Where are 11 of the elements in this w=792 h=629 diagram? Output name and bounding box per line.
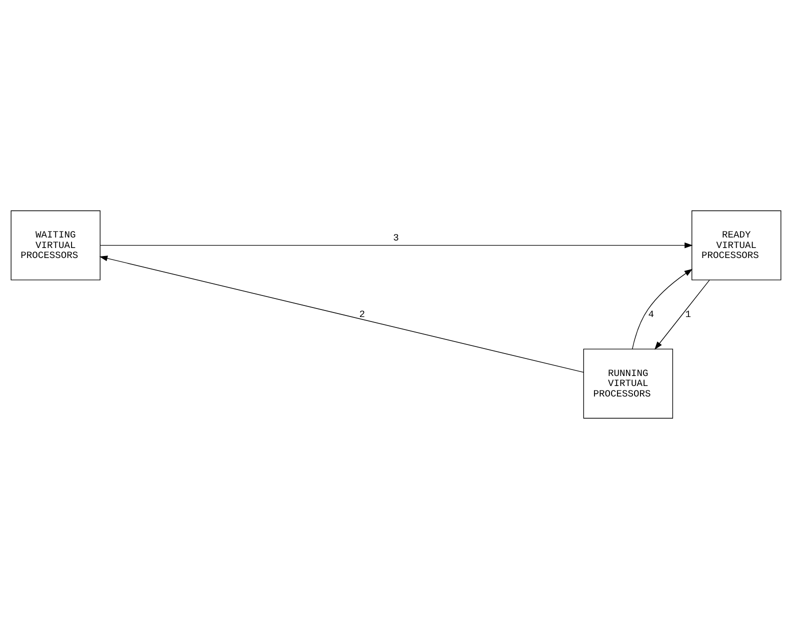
node-box: READY VIRTUAL PROCESSORS — [692, 210, 782, 280]
arrow — [99, 256, 584, 373]
node-box: WAITING VIRTUAL PROCESSORS — [10, 210, 100, 280]
arrow — [632, 268, 693, 350]
arrow — [100, 242, 693, 248]
edge-label: 2 — [359, 309, 365, 320]
node-box: RUNNING VIRTUAL PROCESSORS — [583, 348, 674, 419]
edge-label: 3 — [393, 232, 399, 244]
edge-label: 4 — [648, 309, 654, 320]
edge-label: 1 — [685, 309, 691, 320]
arrow — [654, 280, 710, 350]
